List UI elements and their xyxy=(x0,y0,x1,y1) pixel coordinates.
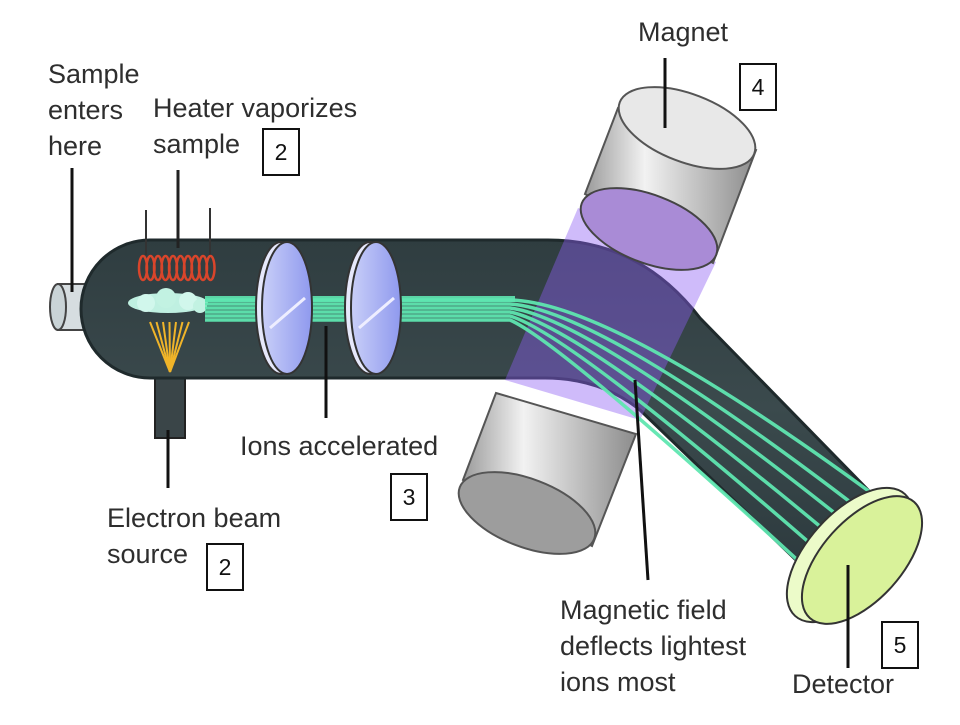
accelerator-plate-1 xyxy=(255,241,313,375)
electron-ray xyxy=(155,321,171,373)
electron-ray xyxy=(149,321,171,373)
magnet-top xyxy=(579,86,758,271)
label-magnetic-field: Magnetic field deflects lightest ions mo… xyxy=(560,592,746,700)
electron-beam-fan xyxy=(149,321,190,373)
step-box-magnet: 4 xyxy=(739,63,777,111)
electron-ray xyxy=(169,321,177,373)
label-line: Magnetic field xyxy=(560,595,727,625)
label-ions-accelerated: Ions accelerated xyxy=(240,431,439,461)
label-heater: Heater vaporizes sample xyxy=(153,90,357,162)
label-line: Sample xyxy=(48,59,140,89)
step-box-detector: 5 xyxy=(881,621,919,669)
ion-beam-path xyxy=(205,318,806,568)
coil-loop xyxy=(205,254,216,282)
step-box-electron-beam: 2 xyxy=(206,543,244,591)
ion-beam-path xyxy=(205,302,860,510)
heater-coil xyxy=(137,170,216,282)
label-line: source xyxy=(107,539,189,569)
label-line: ions most xyxy=(560,667,676,697)
step-box-heater: 2 xyxy=(262,128,300,176)
leader-lines xyxy=(70,58,850,668)
label-line: Electron beam xyxy=(107,503,282,533)
ion-beam-path xyxy=(205,310,836,540)
step-box-ions-accelerated: 3 xyxy=(390,473,428,521)
leader-magnetic-field xyxy=(633,379,650,581)
electron-ray xyxy=(162,321,171,373)
label-line: deflects lightest xyxy=(560,631,747,661)
detector xyxy=(785,486,924,625)
ion-beam-path xyxy=(205,298,872,494)
ion-beams xyxy=(205,296,872,568)
label-line: here xyxy=(48,131,103,161)
label-electron-beam: Electron beam source xyxy=(107,500,281,572)
label-magnet: Magnet xyxy=(638,17,729,47)
ion-beam-path xyxy=(205,306,848,524)
electron-ray xyxy=(169,321,190,373)
magnet-bottom xyxy=(457,391,638,555)
label-sample-enters: Sample enters here xyxy=(48,56,140,164)
label-line: sample xyxy=(153,129,241,159)
electron-ray xyxy=(168,321,171,373)
electron-beam-source xyxy=(154,369,186,439)
ion-beam-path xyxy=(205,314,822,554)
label-line: Heater vaporizes xyxy=(153,93,358,123)
label-line: enters xyxy=(48,95,124,125)
electron-ray xyxy=(169,321,184,373)
sample-vapor-cloud xyxy=(128,288,208,313)
accelerator-plate-2 xyxy=(344,241,402,375)
label-detector: Detector xyxy=(792,669,895,699)
